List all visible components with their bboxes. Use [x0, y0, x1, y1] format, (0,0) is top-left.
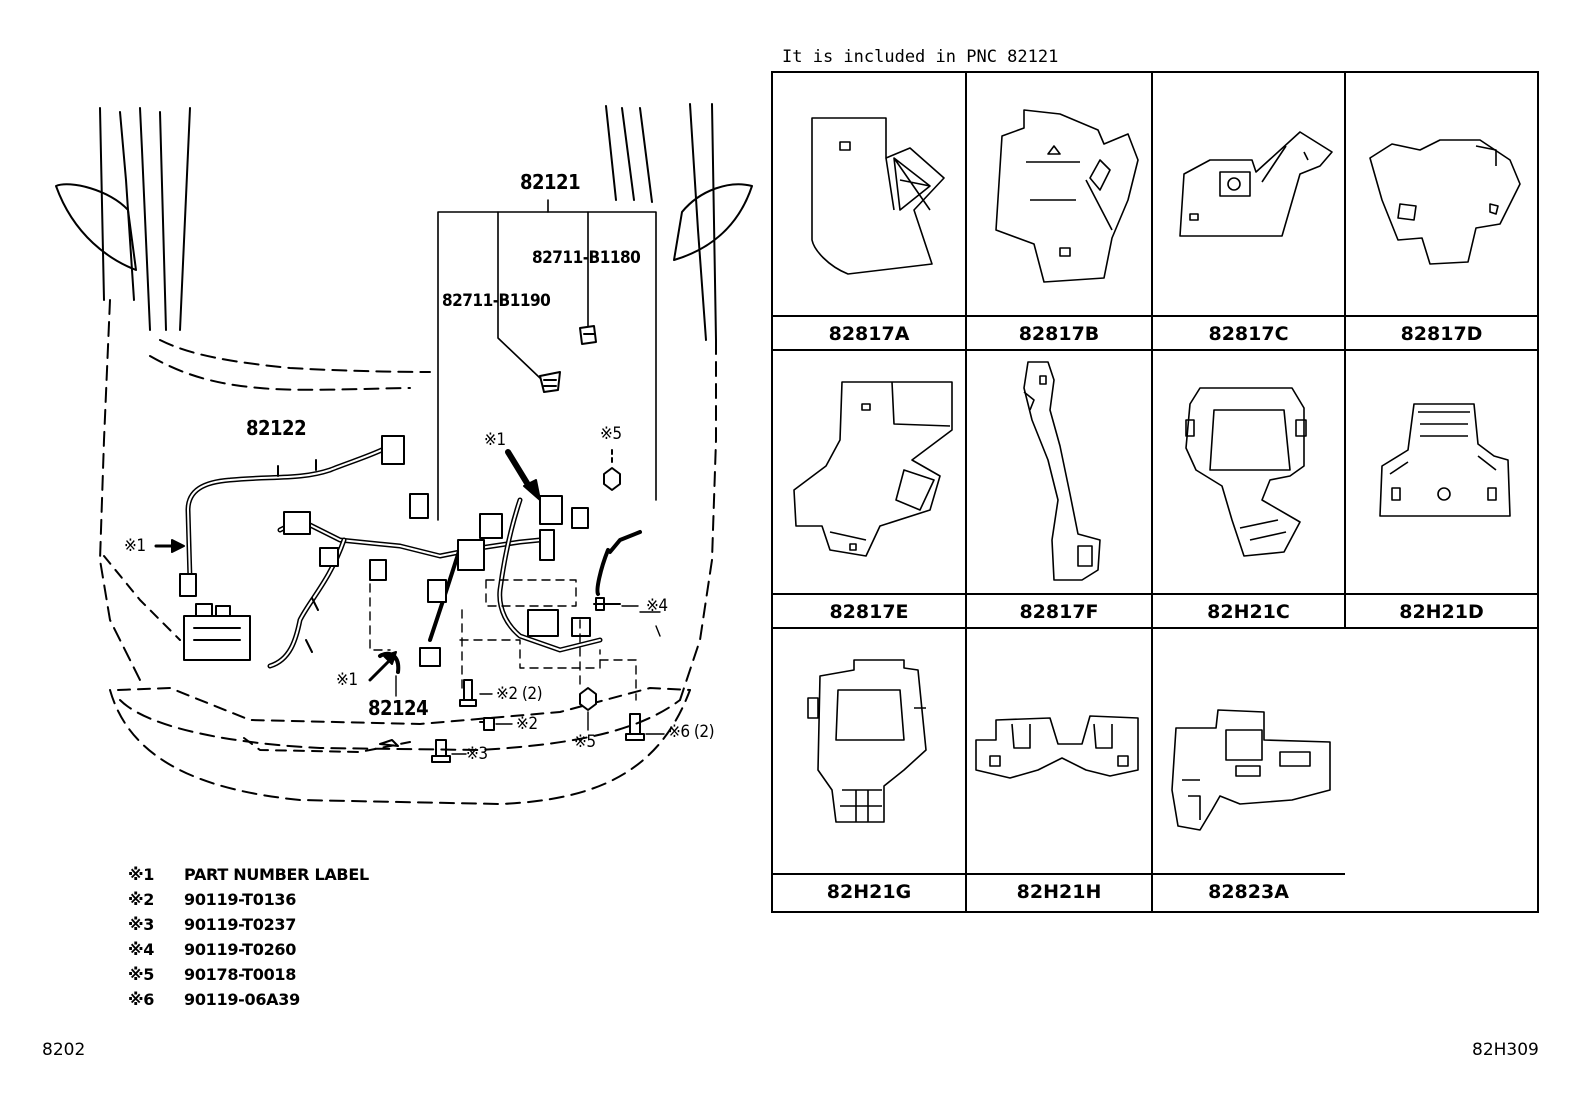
part-illustration-82823A	[1171, 709, 1331, 831]
part-label-82817D: 82817D	[1400, 323, 1483, 345]
legend-mark: ※2	[128, 890, 155, 909]
relay-block	[183, 603, 251, 661]
legend-text: 90119-06A39	[184, 990, 300, 1009]
marker-label-1-top: ※1	[484, 430, 506, 450]
part-illustration-82817F	[1023, 361, 1101, 581]
callout-82711-B1190: 82711-B1190	[442, 291, 551, 311]
marker-label-5-top: ※5	[600, 424, 622, 444]
legend-row: ※5 90178-T0018	[128, 962, 369, 987]
harness-82121	[267, 493, 642, 701]
marker-label-6-qty2: ※6 (2)	[668, 722, 715, 742]
callout-82122: 82122	[246, 416, 307, 440]
part-illustration-82817E	[793, 381, 953, 557]
part-label-82823A: 82823A	[1208, 881, 1289, 903]
marker-label-3: ※3	[466, 744, 488, 764]
label-arrows	[154, 449, 541, 682]
legend-mark: ※6	[128, 990, 155, 1009]
legend-row: ※4 90119-T0260	[128, 937, 369, 962]
part-illustration-82817C	[1179, 131, 1333, 237]
footer-right-code: 82H309	[1472, 1040, 1539, 1060]
marker-label-5-bottom: ※5	[574, 732, 596, 752]
marker-label-1-bottom: ※1	[336, 670, 358, 690]
legend-text: 90178-T0018	[184, 965, 297, 984]
part-illustration-82817D	[1369, 139, 1521, 265]
legend-row: ※6 90119-06A39	[128, 987, 369, 1012]
legend-row: ※1 PART NUMBER LABEL	[128, 862, 369, 887]
legend-text: 90119-T0260	[184, 940, 297, 959]
part-label-82817C: 82817C	[1208, 323, 1289, 345]
part-label-82H21C: 82H21C	[1207, 601, 1290, 623]
harness-82122	[179, 435, 405, 597]
legend-mark: ※1	[128, 865, 155, 884]
fastener-legend: ※1 PART NUMBER LABEL ※2 90119-T0136 ※3 9011…	[128, 862, 369, 1012]
fasteners	[431, 449, 665, 763]
callout-82124: 82124	[368, 696, 429, 720]
part-illustration-82817B	[995, 109, 1139, 283]
clip-82711-B1190	[539, 371, 561, 393]
legend-text: 90119-T0237	[184, 915, 297, 934]
header-note: It is included in PNC 82121	[782, 47, 1059, 67]
part-label-82817E: 82817E	[829, 601, 909, 623]
part-label-82H21G: 82H21G	[826, 881, 912, 903]
marker-label-4: ※4	[646, 596, 668, 616]
part-illustration-82H21G	[807, 659, 927, 823]
callout-bracket-82121	[437, 199, 657, 521]
marker-label-1-left: ※1	[124, 536, 146, 556]
part-label-82817F: 82817F	[1019, 601, 1099, 623]
clip-82711-B1180	[579, 325, 597, 345]
part-label-82H21H: 82H21H	[1016, 881, 1102, 903]
legend-mark: ※4	[128, 940, 155, 959]
legend-text: 90119-T0136	[184, 890, 297, 909]
legend-text: PART NUMBER LABEL	[184, 865, 369, 884]
legend-mark: ※5	[128, 965, 155, 984]
legend-mark: ※3	[128, 915, 155, 934]
part-label-82H21D: 82H21D	[1399, 601, 1484, 623]
part-illustration-82H21H	[975, 715, 1139, 779]
part-illustration-82H21D	[1379, 403, 1511, 517]
marker-label-2-qty2: ※2 (2)	[496, 684, 543, 704]
legend-row: ※2 90119-T0136	[128, 887, 369, 912]
part-label-82817A: 82817A	[828, 323, 910, 345]
part-illustration-82H21C	[1185, 387, 1307, 557]
marker-label-2: ※2	[516, 714, 538, 734]
part-illustration-82817A	[811, 117, 945, 275]
callout-82711-B1180: 82711-B1180	[532, 248, 641, 268]
legend-row: ※3 90119-T0237	[128, 912, 369, 937]
footer-left-code: 8202	[42, 1040, 86, 1060]
part-label-82817B: 82817B	[1018, 323, 1100, 345]
callout-82121: 82121	[520, 170, 581, 194]
vehicle-outline	[55, 103, 753, 805]
parts-grid-lines	[771, 71, 1539, 913]
